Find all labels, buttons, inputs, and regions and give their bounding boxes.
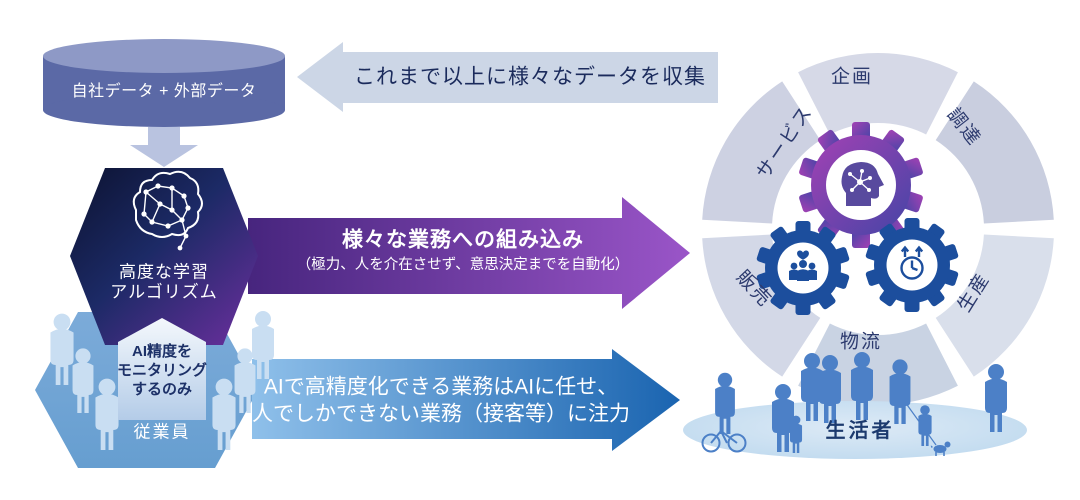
algorithm-hexagon-shape xyxy=(70,168,258,345)
integration-arrow-shape xyxy=(248,197,690,309)
consumers-label: 生活者 xyxy=(825,420,895,442)
integration-arrow-title: 様々な業務への組み込み xyxy=(342,228,584,252)
division-arrow-line2: 人でしかできない業務（接客等）に注力 xyxy=(252,402,630,426)
monitoring-banner-line3: するのみ xyxy=(131,380,193,398)
ring-segment-seisan xyxy=(935,234,1054,377)
cycle-label-planning: 企画 xyxy=(830,66,874,88)
ring-segment-chotatsu xyxy=(935,81,1054,224)
clock-gear-icon xyxy=(865,218,959,312)
ai-gears xyxy=(756,122,959,315)
data-flow-down-arrow xyxy=(130,127,198,167)
people-heart-gear-icon xyxy=(756,221,850,315)
consumers-ellipse xyxy=(683,401,1027,459)
brain-head-gear-icon xyxy=(799,122,923,248)
integration-arrow-subtitle: （極力、人を介在させず、意思決定までを自動化） xyxy=(296,257,630,274)
algorithm-label-line1: 高度な学習 xyxy=(119,262,209,282)
ring-segment-hanbai xyxy=(702,234,821,377)
ring-segment-kikaku xyxy=(798,53,958,135)
dog-icon xyxy=(930,441,951,456)
division-arrow-line1: AIで高精度化できる業務はAIに任せ、 xyxy=(263,375,619,399)
ring-segment-service xyxy=(702,81,821,224)
cycle-label-logistics: 物流 xyxy=(839,331,883,353)
monitoring-banner-shape xyxy=(118,318,206,420)
monitoring-banner-line1: AI精度を xyxy=(131,342,193,360)
business-cycle-ring xyxy=(702,53,1054,405)
consumer-silhouettes xyxy=(701,352,1007,456)
data-cylinder-label: 自社データ + 外部データ xyxy=(71,83,257,101)
collect-data-arrow-shape xyxy=(297,42,718,112)
data-cylinder-shape xyxy=(43,39,285,127)
employees-label: 従業員 xyxy=(133,422,191,442)
algorithm-label-line2: アルゴリズム xyxy=(110,282,218,302)
brain-circuit-icon xyxy=(132,170,203,251)
monitoring-banner-line2: モニタリング xyxy=(116,361,208,379)
collect-arrow-label: これまで以上に様々なデータを収集 xyxy=(354,65,706,89)
division-arrow-shape xyxy=(252,349,680,451)
